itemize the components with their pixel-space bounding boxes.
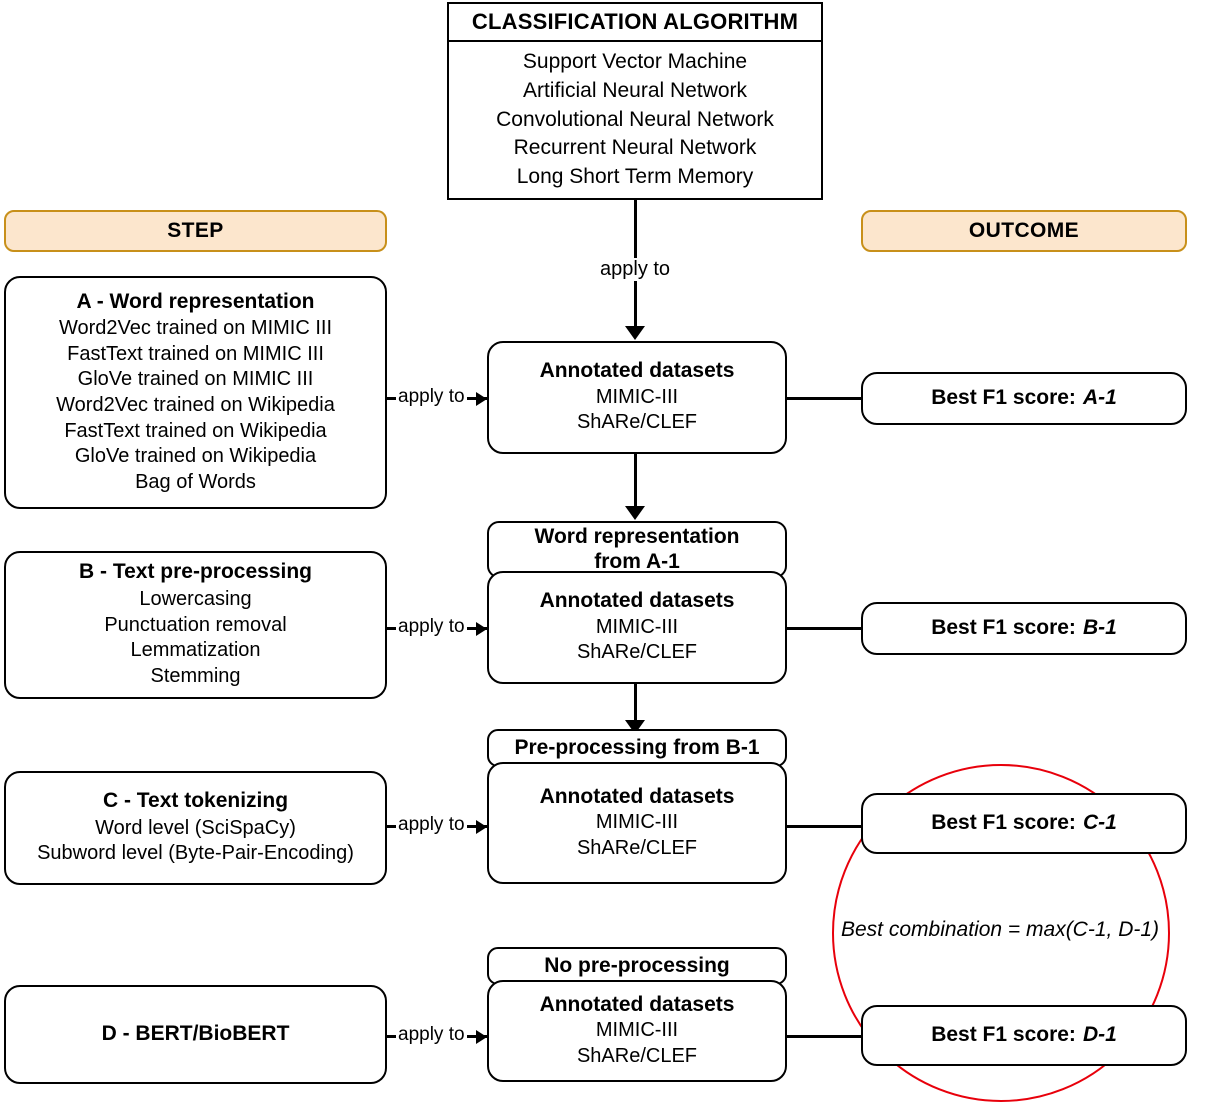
connector-datasets-b-to-outcome [787, 627, 862, 630]
datasets-d-box[interactable]: Annotated datasets MIMIC-III ShARe/CLEF [487, 980, 787, 1082]
datasets-b-title: Annotated datasets [539, 589, 735, 613]
carry-word-representation-line2: from A-1 [594, 549, 680, 573]
arrow-step-d-to-datasets [476, 1030, 487, 1044]
step-a-item-2: GloVe trained on MIMIC III [77, 368, 314, 391]
step-d-box[interactable]: D - BERT/BioBERT [4, 985, 387, 1084]
carry-preprocessing-label: Pre-processing from B-1 [514, 735, 760, 759]
step-b-item-0: Lowercasing [139, 588, 252, 611]
step-column-header-label: STEP [167, 219, 224, 242]
arrow-step-a-to-datasets [476, 392, 487, 406]
datasets-a-box[interactable]: Annotated datasets MIMIC-III ShARe/CLEF [487, 341, 787, 454]
outcome-c-value: C-1 [1082, 811, 1117, 835]
outcome-b-label: Best F1 score: [931, 616, 1076, 640]
arrow-step-b-to-datasets [476, 622, 487, 636]
step-a-title: A - Word representation [76, 289, 315, 313]
connector-datasets-a-to-outcome [787, 397, 862, 400]
connector-datasets-a-to-carry-b [634, 454, 637, 510]
arrow-step-c-to-datasets [476, 820, 487, 834]
step-a-item-1: FastText trained on MIMIC III [67, 342, 324, 365]
algorithm-item-lstm: Long Short Term Memory [516, 165, 754, 189]
outcome-c-box[interactable]: Best F1 score: C-1 [861, 793, 1187, 854]
outcome-d-label: Best F1 score: [931, 1023, 1076, 1047]
datasets-d-item-mimic: MIMIC-III [595, 1019, 679, 1042]
algorithm-item-cnn: Convolutional Neural Network [496, 107, 774, 131]
step-c-box[interactable]: C - Text tokenizing Word level (SciSpaCy… [4, 771, 387, 885]
step-b-box[interactable]: B - Text pre-processing Lowercasing Punc… [4, 551, 387, 699]
connector-datasets-b-to-carry-c [634, 684, 637, 724]
datasets-d-item-share: ShARe/CLEF [576, 1044, 698, 1067]
outcome-a-box[interactable]: Best F1 score: A-1 [861, 372, 1187, 425]
step-c-item-0: Word level (SciSpaCy) [95, 816, 296, 839]
step-b-item-1: Punctuation removal [104, 613, 287, 636]
best-combination-label: Best combination = max(C-1, D-1) [841, 918, 1160, 941]
carry-no-preprocessing-label: No pre-processing [544, 953, 730, 977]
arrow-datasets-a-to-carry-b [625, 506, 645, 520]
edge-label-apply-to-b: apply to [396, 616, 467, 638]
datasets-b-item-mimic: MIMIC-III [595, 615, 679, 638]
outcome-column-header-label: OUTCOME [968, 219, 1080, 242]
carry-word-representation-line1: Word representation [534, 524, 740, 548]
algorithm-item-rnn: Recurrent Neural Network [513, 136, 757, 160]
step-a-item-6: Bag of Words [135, 470, 256, 493]
step-a-item-0: Word2Vec trained on MIMIC III [58, 317, 333, 340]
step-a-item-5: GloVe trained on Wikipedia [74, 445, 317, 468]
datasets-c-box[interactable]: Annotated datasets MIMIC-III ShARe/CLEF [487, 762, 787, 884]
datasets-c-item-mimic: MIMIC-III [595, 811, 679, 834]
datasets-b-item-share: ShARe/CLEF [576, 641, 698, 664]
edge-label-apply-to-d: apply to [396, 1024, 467, 1046]
edge-label-apply-to-c: apply to [396, 814, 467, 836]
edge-label-apply-to-top: apply to [596, 258, 675, 281]
arrow-algorithm-to-datasets [625, 326, 645, 340]
classification-algorithm-header: CLASSIFICATION ALGORITHM [449, 4, 821, 42]
step-column-header: STEP [4, 210, 387, 252]
outcome-b-box[interactable]: Best F1 score: B-1 [861, 602, 1187, 655]
datasets-a-item-mimic: MIMIC-III [595, 385, 679, 408]
carry-word-representation-a1-box[interactable]: Word representation from A-1 [487, 521, 787, 578]
classification-algorithm-box: CLASSIFICATION ALGORITHM Support Vector … [447, 2, 823, 200]
step-d-title: D - BERT/BioBERT [101, 1022, 290, 1046]
step-b-item-2: Lemmatization [130, 639, 261, 662]
edge-label-apply-to-a: apply to [396, 386, 467, 408]
step-c-item-1: Subword level (Byte-Pair-Encoding) [37, 842, 354, 865]
step-a-box[interactable]: A - Word representation Word2Vec trained… [4, 276, 387, 509]
step-b-title: B - Text pre-processing [79, 560, 312, 584]
step-b-item-3: Stemming [150, 664, 241, 687]
classification-algorithm-list: Support Vector Machine Artificial Neural… [449, 42, 821, 198]
outcome-c-label: Best F1 score: [931, 811, 1076, 835]
datasets-a-title: Annotated datasets [539, 359, 735, 383]
datasets-a-item-share: ShARe/CLEF [576, 411, 698, 434]
outcome-d-value: D-1 [1082, 1023, 1117, 1047]
outcome-b-value: B-1 [1082, 616, 1117, 640]
outcome-column-header: OUTCOME [861, 210, 1187, 252]
step-a-item-4: FastText trained on Wikipedia [64, 419, 327, 442]
algorithm-item-svm: Support Vector Machine [522, 50, 748, 74]
datasets-b-box[interactable]: Annotated datasets MIMIC-III ShARe/CLEF [487, 571, 787, 684]
step-c-title: C - Text tokenizing [102, 789, 289, 813]
outcome-a-label: Best F1 score: [931, 386, 1076, 410]
step-a-item-3: Word2Vec trained on Wikipedia [56, 394, 335, 417]
outcome-a-value: A-1 [1082, 386, 1117, 410]
datasets-c-title: Annotated datasets [539, 784, 735, 808]
carry-no-preprocessing-box[interactable]: No pre-processing [487, 947, 787, 985]
connector-datasets-d-to-outcome [787, 1035, 862, 1038]
connector-datasets-c-to-outcome [787, 825, 862, 828]
outcome-d-box[interactable]: Best F1 score: D-1 [861, 1005, 1187, 1066]
algorithm-item-ann: Artificial Neural Network [522, 78, 748, 102]
datasets-c-item-share: ShARe/CLEF [576, 836, 698, 859]
datasets-d-title: Annotated datasets [539, 992, 735, 1016]
